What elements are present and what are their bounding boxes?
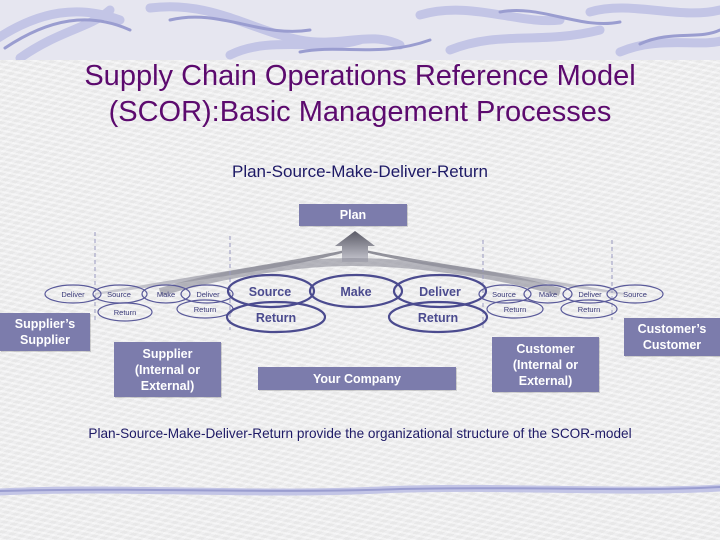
plan-box: Plan (299, 204, 407, 226)
your-company-box: Your Company (258, 367, 456, 390)
customer-box: Customer (Internal or External) (492, 337, 599, 392)
oval-left-return1 (97, 302, 153, 322)
left-return1-label: Return (114, 308, 137, 317)
oval-center-deliver (392, 273, 488, 309)
right-deliver-label: Deliver (578, 290, 602, 299)
oval-right-make (523, 284, 573, 304)
supplier-box: Supplier (Internal or External) (114, 342, 221, 397)
center-make-label: Make (340, 285, 371, 299)
center-return-right-label: Return (418, 311, 458, 325)
center-return-left-label: Return (256, 311, 296, 325)
left-source-label: Source (107, 290, 131, 299)
right-return2-label: Return (578, 305, 601, 314)
oval-right-return2 (560, 299, 618, 319)
oval-center-source (226, 273, 316, 309)
center-source-label: Source (249, 285, 291, 299)
oval-right-source (478, 284, 532, 304)
oval-center-return-left (225, 300, 327, 334)
slide-title: Supply Chain Operations Reference Model … (84, 60, 636, 128)
center-deliver-label: Deliver (419, 285, 461, 299)
left-deliver2-label: Deliver (196, 290, 220, 299)
oval-right-return1 (486, 299, 544, 319)
top-decoration (0, 0, 720, 60)
bottom-decoration (0, 484, 720, 496)
right-make-label: Make (539, 290, 557, 299)
oval-center-return-right (387, 300, 489, 334)
oval-left-deliver2 (180, 284, 234, 304)
slide-subtitle: Plan-Source-Make-Deliver-Return (231, 162, 489, 181)
oval-right-deliver (562, 284, 618, 304)
customers-customer-box: Customer’s Customer (624, 318, 720, 356)
suppliers-supplier-box: Supplier’s Supplier (0, 313, 90, 351)
right-source-label: Source (492, 290, 516, 299)
right-return1-label: Return (504, 305, 527, 314)
caption: Plan-Source-Make-Deliver-Return provide … (88, 426, 632, 441)
oval-left-deliver (44, 284, 102, 304)
oval-right-source2 (606, 284, 664, 304)
left-make-label: Make (157, 290, 175, 299)
right-source2-label: Source (623, 290, 647, 299)
oval-left-make (141, 284, 191, 304)
plan-fan-center (335, 231, 375, 262)
left-deliver-label: Deliver (61, 290, 85, 299)
oval-center-make (308, 273, 404, 309)
left-return2-label: Return (194, 305, 217, 314)
